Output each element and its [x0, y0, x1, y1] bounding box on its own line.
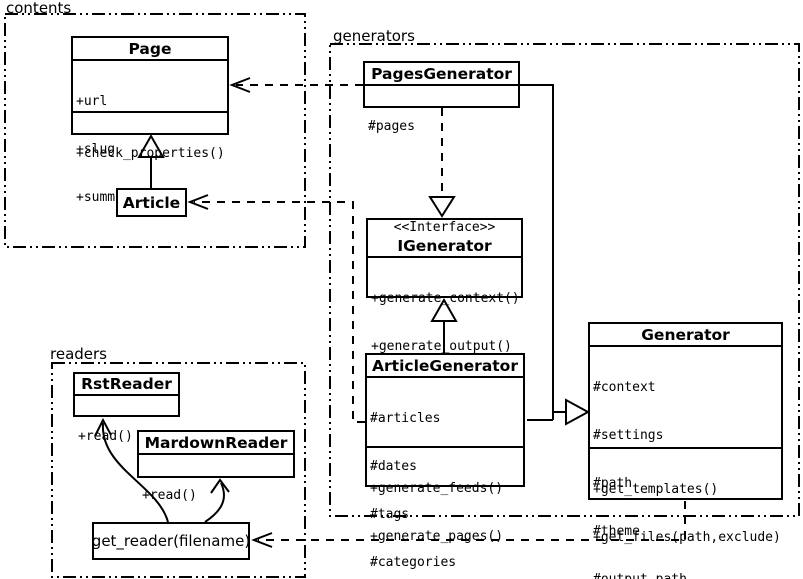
class-attributes: #articles #dates #tags #categories [367, 376, 523, 570]
class-methods: +generate_feeds() +generate_pages() [367, 446, 523, 578]
class-methods: +get_templates() +get_files(path,exclude… [590, 447, 781, 579]
article-class-box: Article [116, 188, 187, 217]
generator-class-box: Generator #context #settings #path #them… [588, 322, 783, 579]
interface-stereotype: <<Interface>> [393, 220, 496, 235]
class-method: +generate_context() [371, 291, 520, 306]
class-title: PagesGenerator [371, 65, 512, 83]
class-title: RstReader [81, 375, 172, 393]
class-attributes: +url +slug +summary [73, 59, 227, 205]
page-class-box: Page +url +slug +summary +check_properti… [71, 36, 229, 205]
class-method: +get_templates() [593, 482, 719, 497]
class-attribute: #output_path [593, 572, 778, 579]
class-attribute: #tags [370, 507, 410, 522]
class-methods: +generate_context() +generate_output() [368, 256, 521, 388]
class-attributes: #pages [365, 84, 518, 168]
realization-pagesgenerator-to-igenerator [428, 108, 456, 218]
inheritance-articlegenerator-to-igenerator [430, 297, 458, 353]
class-method: +generate_feeds() [370, 481, 504, 496]
class-attribute: #context [593, 380, 656, 395]
class-method: +read() [142, 488, 197, 503]
class-attribute: +slug [76, 142, 116, 157]
class-attribute: #dates [370, 459, 417, 474]
inheritance-generators-to-generator [520, 84, 591, 426]
dependency-generator-to-getreader [251, 501, 686, 548]
class-title: Article [122, 194, 181, 212]
class-attribute: #theme [593, 524, 640, 539]
arrow-getreader-to-rstreader [94, 417, 169, 523]
class-method: +check_properties() [76, 146, 225, 161]
class-title: IGenerator [397, 237, 492, 255]
arrow-getreader-to-mardownreader [204, 478, 230, 523]
class-attributes: #context #settings #path #theme #output_… [590, 345, 781, 579]
class-title-zone: <<Interface>> IGenerator [368, 220, 521, 256]
readers-package-border [51, 362, 306, 578]
class-attribute: #categories [370, 555, 457, 570]
class-attribute: #articles [370, 411, 441, 426]
class-methods: +read() [75, 394, 178, 478]
class-method: +get_files(path,exclude) [593, 530, 781, 545]
contents-package-border [4, 13, 306, 248]
generators-package-label: generators [333, 27, 415, 45]
class-title: MardownReader [144, 434, 288, 452]
class-attribute: #pages [368, 119, 415, 134]
igenerator-interface-box: <<Interface>> IGenerator +generate_conte… [366, 218, 523, 354]
class-method: +read() [78, 429, 133, 444]
dependency-articlegenerator-to-article [187, 194, 365, 423]
class-title: Generator [641, 326, 730, 344]
class-method: +generate_output() [371, 339, 512, 354]
contents-package-label: contents [6, 0, 72, 17]
dependency-pagesgenerator-to-page [229, 77, 363, 93]
pagesgenerator-class-box: PagesGenerator #pages [363, 61, 520, 134]
class-attribute: #path [593, 476, 633, 491]
class-methods: +read() [139, 453, 293, 537]
class-methods: +check_properties() [73, 111, 227, 195]
generators-package-border [329, 43, 800, 517]
mardownreader-class-box: MardownReader +read() [137, 430, 295, 503]
class-attribute: +url [76, 94, 108, 109]
class-attribute: #settings [593, 428, 664, 443]
get-reader-label: get_reader(filename) [91, 532, 251, 550]
class-title: Page [128, 40, 172, 58]
readers-package-label: readers [50, 345, 107, 363]
class-title: ArticleGenerator [372, 357, 518, 375]
inheritance-article-to-page [137, 133, 165, 188]
get-reader-function-box: get_reader(filename) [92, 522, 250, 560]
rstreader-class-box: RstReader +read() [73, 372, 180, 444]
articlegenerator-class-box: ArticleGenerator #articles #dates #tags … [365, 353, 525, 570]
class-method: +generate_pages() [370, 529, 504, 544]
